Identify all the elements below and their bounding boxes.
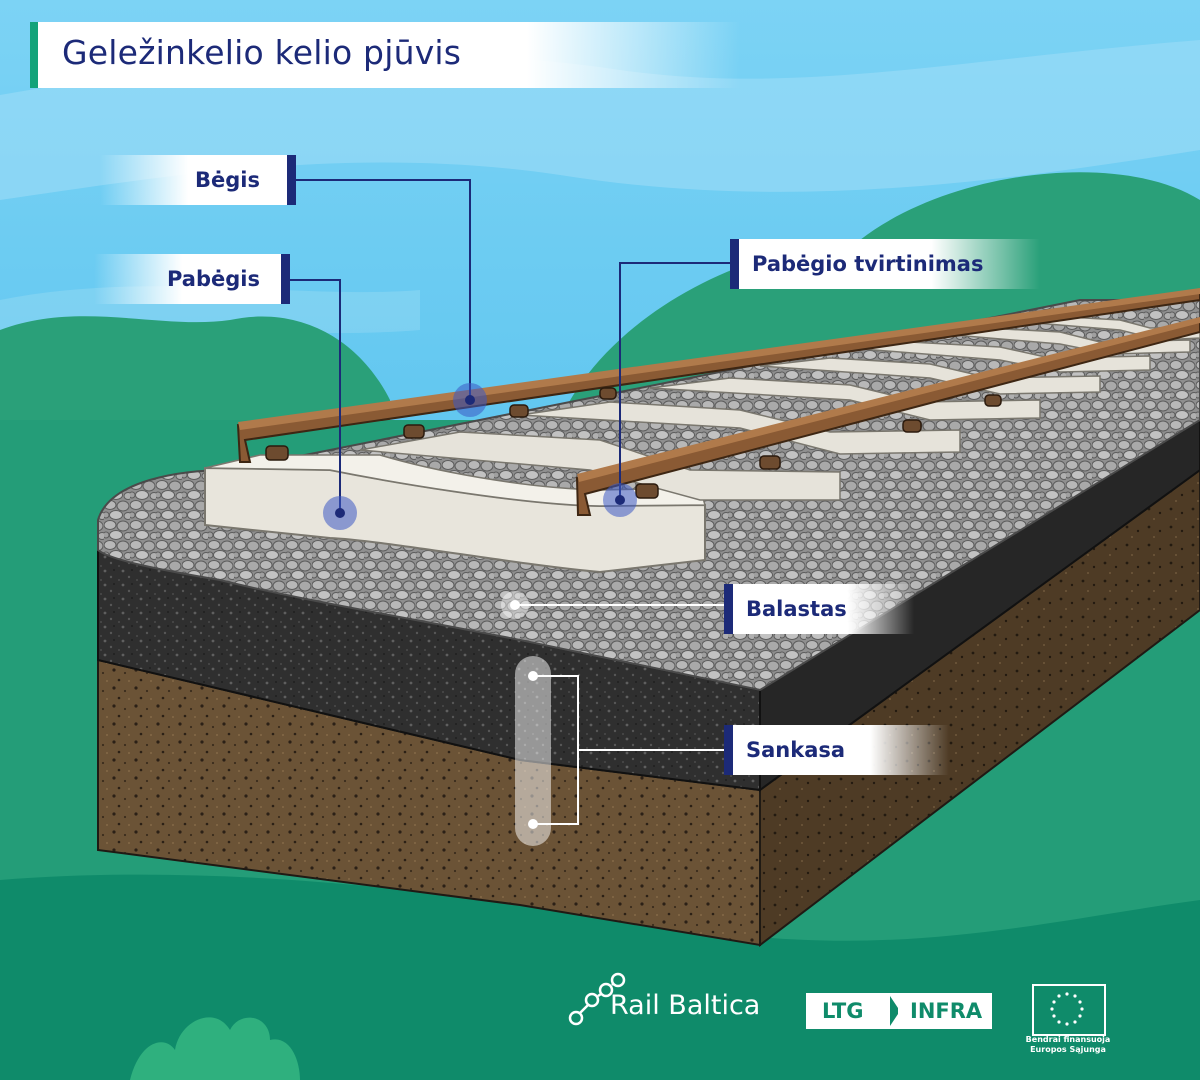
marker-tvirtinimas: [615, 495, 625, 505]
rail-left: [236, 288, 1200, 463]
marker-sankasa-range: [515, 656, 551, 846]
rail-fastenings: [265, 387, 1002, 499]
label-begis-text: Bėgis: [195, 168, 260, 192]
eu-flag-icon: [1050, 992, 1084, 1026]
title-panel: [30, 22, 740, 88]
label-background: [730, 239, 1040, 289]
rail-baltica-logo-text: Rail Baltica: [610, 990, 761, 1021]
rail-baltica-logo-icon: [568, 972, 626, 1026]
label-accent-bar: [724, 584, 733, 634]
title-accent-bar: [30, 22, 38, 88]
fastening-icon: [599, 387, 617, 400]
ltg-logo-right: INFRA: [898, 993, 992, 1029]
marker-sankasa-top: [528, 671, 538, 681]
leader-lines: [290, 179, 730, 825]
label-accent-bar: [730, 239, 739, 289]
marker-balastas: [510, 600, 520, 610]
markers: [323, 383, 637, 846]
label-background: [724, 725, 949, 775]
fastening-icon: [635, 483, 659, 499]
marker-sankasa-bottom: [528, 819, 538, 829]
label-tvirtinimas-text: Pabėgio tvirtinimas: [752, 252, 984, 276]
label-tvirtinimas: Pabėgio tvirtinimas: [730, 239, 1040, 289]
page-title: Geležinkelio kelio pjūvis: [62, 33, 462, 72]
ltg-logo-text: LTG: [822, 999, 864, 1023]
label-background: [724, 584, 914, 634]
label-sankasa: Sankasa: [724, 725, 949, 775]
fastening-icon: [902, 419, 922, 433]
infra-logo-text: INFRA: [910, 999, 983, 1023]
fastening-icon: [403, 424, 425, 439]
bush-icon: [130, 1017, 300, 1080]
label-background: [94, 254, 290, 304]
leader-line-begis: [296, 179, 471, 400]
rail-right-head: [577, 317, 1200, 482]
label-background: [100, 155, 296, 205]
label-accent-bar: [281, 254, 290, 304]
fastening-icon: [984, 394, 1002, 407]
label-balastas: Balastas: [724, 584, 914, 634]
eu-funding-caption: Bendrai finansuoja Europos Sąjunga: [1016, 1035, 1120, 1055]
label-sankasa-text: Sankasa: [746, 738, 846, 762]
label-accent-bar: [287, 155, 296, 205]
ltg-logo-left: LTG: [806, 993, 890, 1029]
label-accent-bar: [724, 725, 733, 775]
leader-line-pabegis: [290, 279, 341, 513]
eu-flag-frame: [1032, 984, 1106, 1036]
marker-begis: [465, 395, 475, 405]
leader-line-tvirtinimas: [619, 262, 730, 498]
ltg-infra-logo: LTG INFRA: [806, 993, 992, 1029]
label-pabegis-text: Pabėgis: [166, 267, 260, 291]
fastening-icon: [265, 445, 289, 461]
label-pabegis: Pabėgis: [94, 254, 290, 304]
label-balastas-text: Balastas: [746, 597, 847, 621]
fastening-icon: [759, 455, 781, 470]
marker-pabegis: [335, 508, 345, 518]
rail-right: [575, 318, 1200, 516]
eu-caption-line-2: Europos Sąjunga: [1030, 1045, 1106, 1054]
label-begis: Bėgis: [100, 155, 296, 205]
fastening-icon: [509, 404, 529, 418]
eu-caption-line-1: Bendrai finansuoja: [1025, 1035, 1111, 1044]
